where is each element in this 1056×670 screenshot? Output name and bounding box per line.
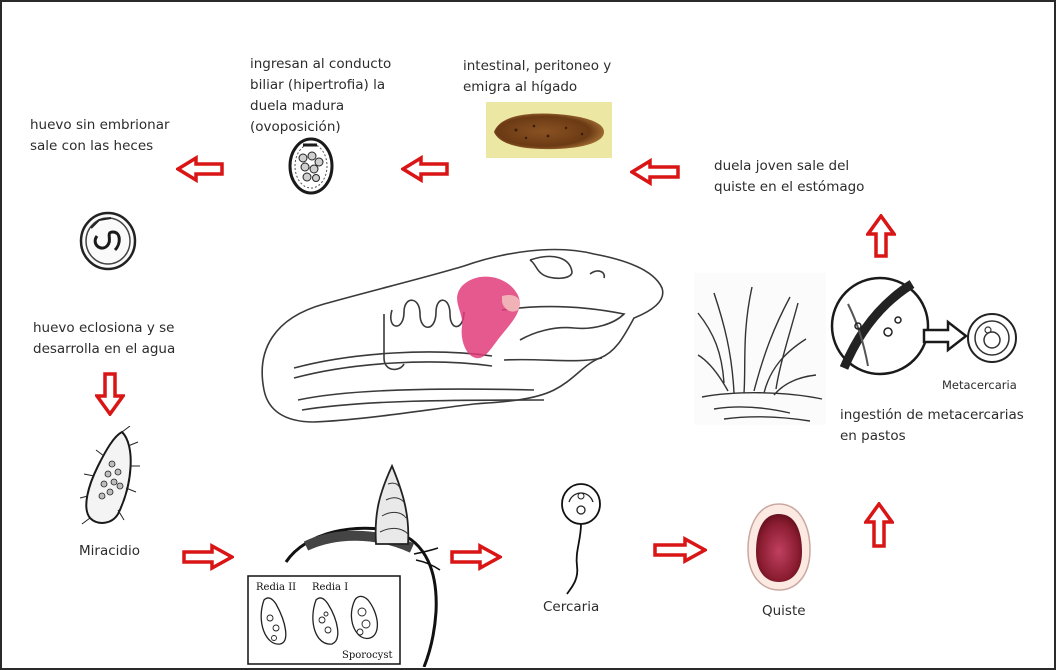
label-cercaria: Cercaria [543,597,599,618]
miracidium-icon [78,426,142,528]
label-redia-ii: Redia II [256,582,296,593]
arrow-down-icon [95,372,125,416]
label-young-fluke: duela joven sale del quiste en el estóma… [714,156,864,198]
label-sporocyst: Sporocyst [342,650,392,661]
label-egg-hatches: huevo eclosiona y se desarrolla en el ag… [33,318,175,360]
arrow-left-icon [630,158,680,186]
arrow-right-icon [653,536,707,564]
egg-in-bile-duct-icon [285,136,337,196]
sheep-host-illustration [254,240,674,440]
arrow-up-icon [866,214,896,258]
cercaria-icon [557,480,607,598]
arrow-right-icon [182,543,234,571]
label-ingestion: ingestión de metacercarias en pastos [840,405,1024,447]
label-redia-i: Redia I [312,582,348,593]
metacercaria-zoom-illustration [828,274,1024,378]
adult-fluke-photo [486,102,612,158]
arrow-right-icon [450,543,502,571]
snail-host-illustration: Redia II Redia I Sporocyst [246,462,446,667]
arrow-up-icon [864,502,894,548]
cyst-icon [744,500,814,594]
label-intestinal: intestinal, peritoneo y emigra al hígado [463,56,611,98]
label-miracidio: Miracidio [79,541,140,562]
arrow-left-icon [176,155,224,183]
grass-in-water-illustration [694,273,826,425]
label-quiste: Quiste [762,601,806,622]
arrow-left-icon [401,155,449,183]
egg-unembryonated-icon [77,210,139,272]
label-metacercaria: Metacercaria [942,375,1017,396]
label-egg-unembryonated: huevo sin embrionar sale con las heces [30,115,170,157]
label-bile-duct: ingresan al conducto biliar (hipertrofia… [250,54,391,138]
